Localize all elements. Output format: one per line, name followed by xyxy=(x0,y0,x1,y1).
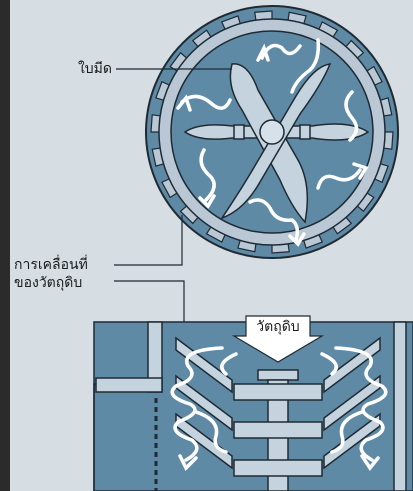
blade-label: ใบมีด xyxy=(52,60,112,78)
material-motion-label-line1: การเคลื่อนที่ xyxy=(14,256,88,274)
left-edge-strip xyxy=(0,0,10,491)
rotor-cap xyxy=(258,370,298,380)
side-view-section xyxy=(94,316,413,491)
top-view-rotor xyxy=(146,6,398,258)
rotor-stack xyxy=(234,370,322,491)
rotor-disc xyxy=(234,384,322,400)
blade-root xyxy=(300,125,310,139)
rotor-disc xyxy=(234,422,322,438)
left-ledge xyxy=(96,378,162,392)
raw-material-inlet-label: วัตถุดิบ xyxy=(238,316,318,338)
material-motion-label-line2: ของวัตถุดิบ xyxy=(14,274,82,292)
blade-root xyxy=(234,125,244,139)
rotor-disc xyxy=(234,460,322,476)
motion-leader-line xyxy=(114,215,182,265)
rotor-hub xyxy=(260,120,284,144)
right-wall xyxy=(394,322,406,491)
